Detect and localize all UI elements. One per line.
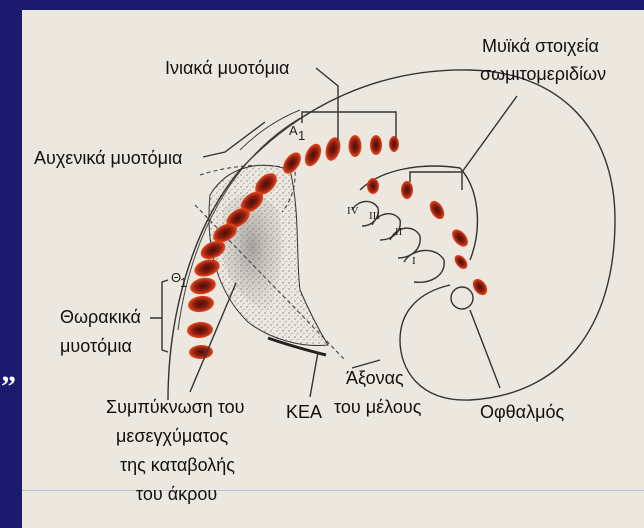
label-cervical-myotomes: Αυχενικά μυοτόμια (34, 148, 182, 168)
somitomere-1 (367, 178, 379, 194)
somitomere-label-ii: II (395, 226, 403, 238)
label-thoracic-line1: Θωρακικά (60, 307, 141, 327)
label-thoracic-line2: μυοτόμια (60, 336, 132, 356)
marker-a1-letter: A (289, 123, 298, 138)
label-occipital-myotomes: Ινιακά μυοτόμια (165, 58, 289, 78)
label-condensation-line2: μεσεγχύματος (116, 426, 228, 446)
somite-occipital-6 (389, 136, 399, 152)
somite-thoracic-2 (189, 275, 218, 296)
marker-t1-sub: 1 (180, 275, 187, 290)
somitomere-3 (427, 198, 447, 221)
somitomere-label-iii: III (369, 210, 380, 222)
marker-a1: A 1 (289, 123, 305, 143)
somitomere-label-iv: IV (347, 205, 359, 217)
leader-cervical (203, 122, 265, 157)
leader-limb-axis (352, 360, 380, 368)
leader-occipital (302, 68, 396, 140)
somite-thoracic-3 (187, 294, 215, 313)
label-condensation-line1: Συμπύκνωση του (106, 397, 245, 417)
marker-t1: Θ 1 (171, 270, 187, 290)
eye-circle (451, 287, 473, 309)
somitomere-4 (449, 226, 471, 249)
somitomere-5 (452, 253, 470, 272)
somite-occipital-4 (349, 135, 362, 157)
somitomere-2 (401, 181, 413, 199)
label-condensation-line3: της καταβολής (120, 455, 235, 475)
somite-occipital-3 (323, 136, 343, 163)
label-muscle-elements-line2: σωμιτομεριδίων (480, 64, 606, 84)
leader-kea (310, 352, 318, 397)
somite-occipital-2 (302, 141, 325, 169)
label-muscle-elements-line1: Μυϊκά στοιχεία (482, 36, 599, 56)
somitomere-muscle-elements (367, 178, 490, 298)
label-condensation-line4: του άκρου (136, 484, 217, 504)
label-limb-axis-line1: Άξονας (346, 368, 404, 388)
label-eye: Οφθαλμός (480, 402, 564, 422)
label-limb-axis-line2: του μέλους (334, 397, 422, 417)
somitomere-label-i: I (412, 255, 416, 267)
somite-thoracic-4 (186, 321, 213, 339)
leader-eye (470, 310, 500, 388)
pharyngeal-arch-i (404, 250, 444, 282)
marker-a1-sub: 1 (298, 128, 305, 143)
somite-occipital-5 (370, 135, 382, 155)
label-kea: ΚΕΑ (286, 402, 322, 422)
leader-muscle-elements (410, 96, 517, 190)
leader-thoracic (150, 280, 168, 352)
